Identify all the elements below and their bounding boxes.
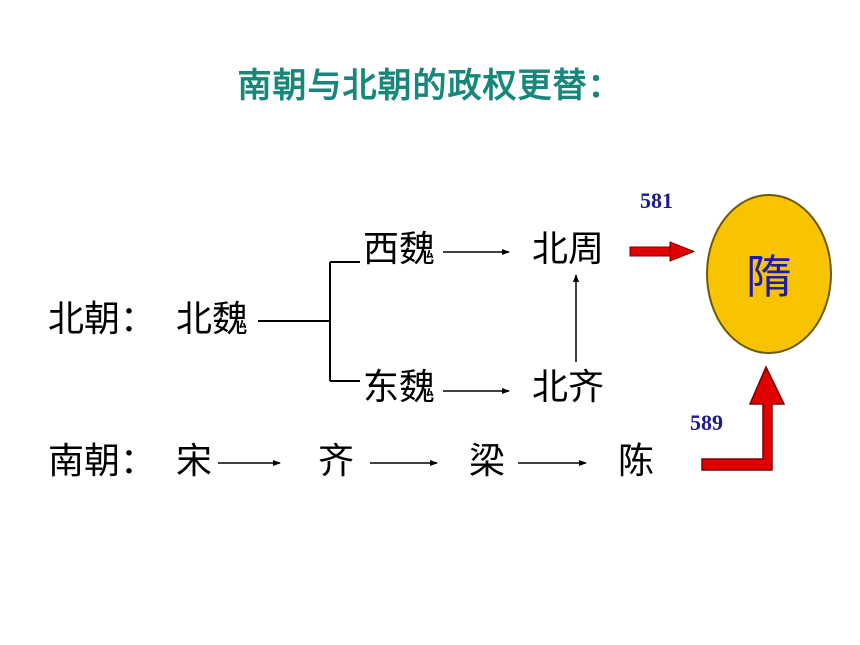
red-arrow-589: [701, 365, 786, 471]
sui-label: 隋: [746, 250, 792, 304]
year-581: 581: [640, 188, 673, 213]
node-bei-zhou: 北周: [532, 229, 605, 270]
red-arrow-581: [629, 241, 696, 262]
north-dynasties-label: 北朝：: [48, 299, 157, 340]
year-589: 589: [690, 410, 723, 435]
node-song: 宋: [176, 441, 213, 482]
node-dong-wei: 东魏: [363, 367, 436, 408]
node-bei-wei: 北魏: [176, 299, 249, 340]
node-chen: 陈: [618, 441, 655, 482]
south-dynasties-label: 南朝：: [48, 441, 157, 482]
sui-circle: 隋: [706, 194, 832, 354]
node-liang: 梁: [469, 441, 506, 482]
page-title: 南朝与北朝的政权更替：: [237, 66, 623, 106]
node-bei-qi: 北齐: [532, 367, 605, 408]
node-xi-wei: 西魏: [363, 229, 436, 270]
node-qi: 齐: [318, 441, 355, 482]
